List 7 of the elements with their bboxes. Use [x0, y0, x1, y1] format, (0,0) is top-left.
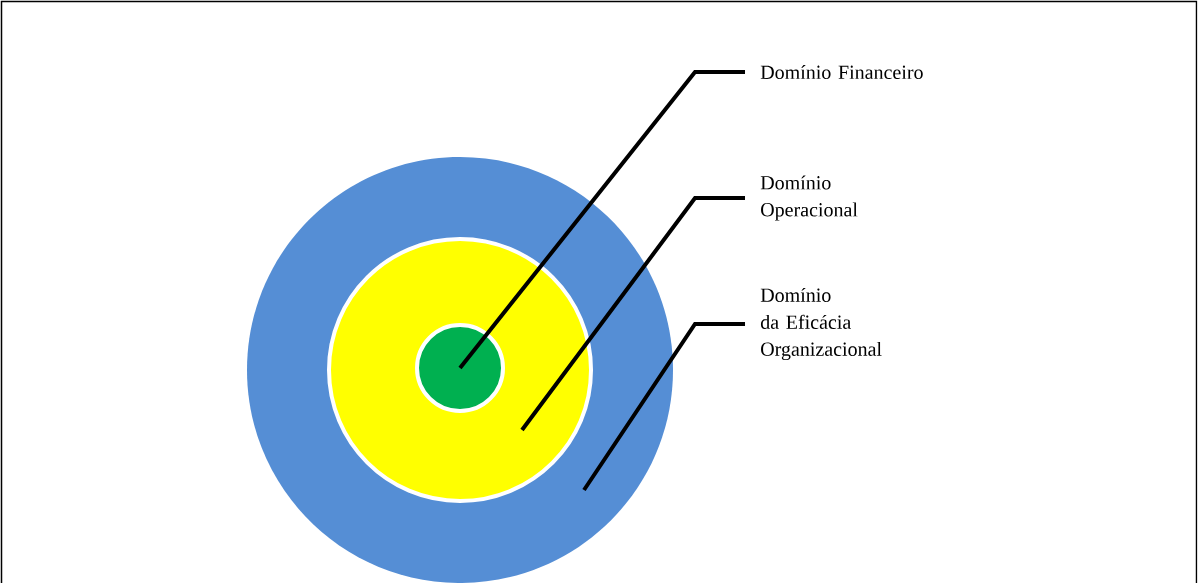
domain-label: Domínio Financeiro [760, 64, 923, 80]
leader-line [582, 322, 745, 492]
leader-line [458, 70, 745, 370]
leader-line [520, 196, 745, 432]
domain-label: Domínio da Eficácia Organizacional [760, 287, 882, 361]
ring [415, 323, 505, 413]
domain-label: Domínio Operacional [760, 175, 858, 221]
